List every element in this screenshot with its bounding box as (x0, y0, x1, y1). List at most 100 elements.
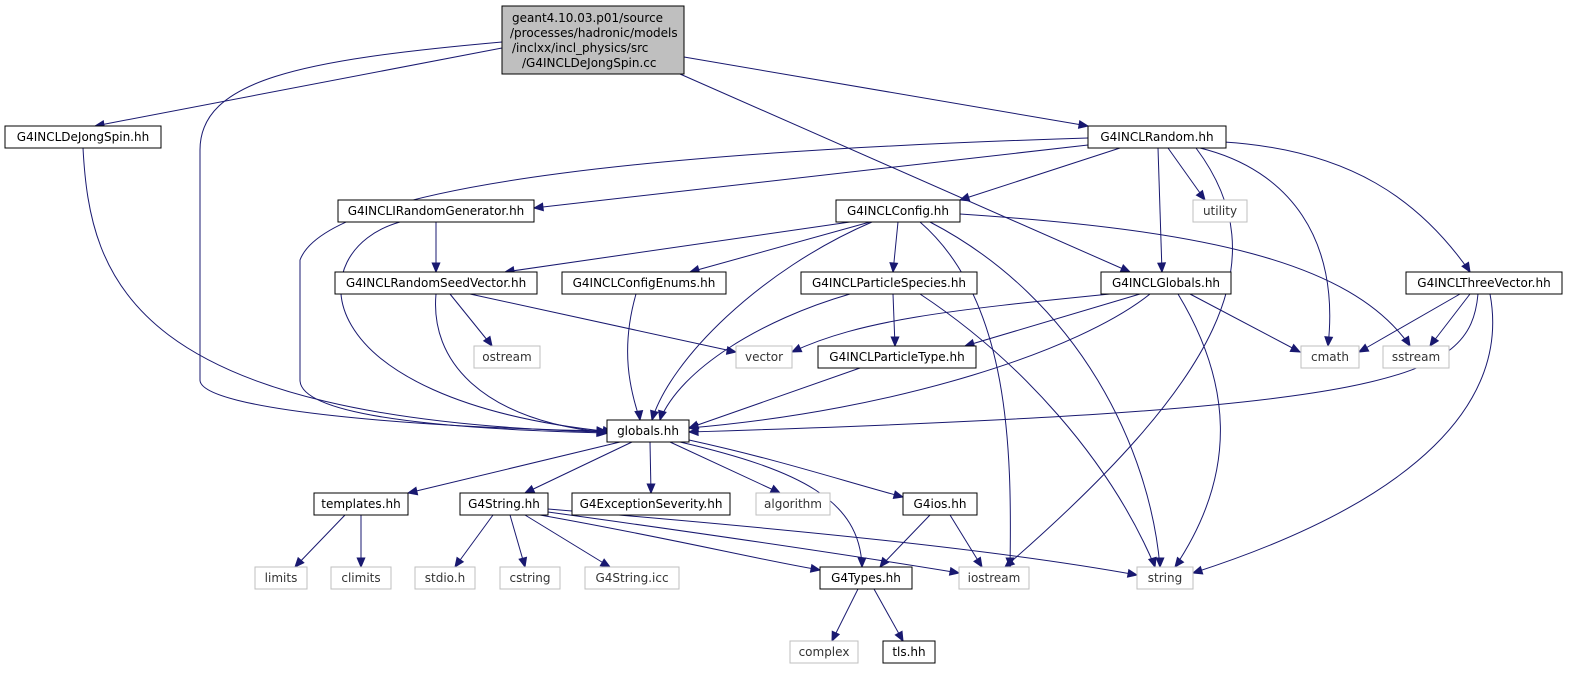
node-root-g4incldejongspin-cc[interactable]: geant4.10.03.p01/source /processes/hadro… (501, 5, 685, 75)
node-g4string-icc[interactable]: G4String.icc (584, 566, 680, 590)
edge-random-to-threevector-line (1223, 141, 1471, 273)
edge-root-to-dejongspin (93, 47, 503, 130)
edge-g4ios-to-g4types (879, 514, 931, 569)
edge-g4string-to-stdio (454, 514, 494, 569)
edge-globals-to-exception (646, 441, 656, 495)
node-g4inclconfig-hh[interactable]: G4INCLConfig.hh (835, 199, 961, 223)
node-complex[interactable]: complex (789, 640, 859, 664)
node-globals-hh[interactable]: globals.hh (606, 419, 690, 443)
node-label: string (1148, 571, 1182, 585)
edge-config-to-globals-arrowhead (650, 409, 659, 422)
edge-g4string-to-cstring-arrowhead (518, 556, 528, 569)
node-tls-hh[interactable]: tls.hh (882, 640, 936, 664)
node-g4inclrandom-hh[interactable]: G4INCLRandom.hh (1087, 125, 1227, 149)
edge-particlespecies-to-particletype (890, 293, 900, 348)
node-string[interactable]: string (1136, 566, 1194, 590)
edge-root-to-globals (199, 41, 608, 436)
edge-particlespecies-to-string (919, 293, 1157, 569)
edge-config-to-configenums (688, 221, 871, 274)
edge-globals-to-g4ios-line (688, 439, 904, 498)
edge-particlespecies-to-globals (658, 293, 851, 422)
root-line-2: /processes/hadronic/models (510, 26, 678, 40)
node-g4string-hh[interactable]: G4String.hh (459, 492, 549, 516)
edge-g4types-to-tls (873, 588, 904, 643)
edge-templates-to-limits (294, 514, 346, 568)
edge-random-to-threevector-arrowhead (1461, 261, 1471, 274)
node-templates-hh[interactable]: templates.hh (313, 492, 409, 516)
edge-randomseed-to-ostream (449, 293, 493, 348)
edge-threevector-to-string (1191, 293, 1494, 575)
edge-threevector-to-cmath-arrowhead (1357, 343, 1370, 353)
node-g4inclthreevector-hh[interactable]: G4INCLThreeVector.hh (1405, 271, 1563, 295)
edge-config-to-iostream-arrowhead (1005, 557, 1015, 569)
edge-config-to-globals-line (651, 221, 873, 421)
edge-config-to-sstream (959, 213, 1411, 348)
edge-g4string-to-g4types (539, 514, 822, 573)
node-g4ios-hh[interactable]: G4ios.hh (902, 492, 978, 516)
edge-inclglobals-to-cmath-line (1189, 293, 1301, 353)
edge-g4string-to-g4types-arrowhead (809, 563, 822, 573)
node-g4types-hh[interactable]: G4Types.hh (819, 566, 913, 590)
root-line-4: /G4INCLDeJongSpin.cc (522, 56, 656, 70)
node-sstream[interactable]: sstream (1382, 345, 1450, 369)
edge-g4string-to-string-arrowhead (1126, 568, 1139, 578)
node-g4inclrandomseedvector-hh[interactable]: G4INCLRandomSeedVector.hh (334, 271, 538, 295)
edge-configenums-to-globals (627, 293, 644, 422)
node-label: G4INCLGlobals.hh (1112, 276, 1220, 290)
node-g4incllrandomgenerator-hh[interactable]: G4INCLIRandomGenerator.hh (337, 199, 535, 223)
node-label: G4INCLConfigEnums.hh (573, 276, 716, 290)
edge-random-to-utility-line (1167, 147, 1206, 201)
edge-randomseed-to-globals-arrowhead (598, 427, 610, 437)
edge-inclglobals-to-vector (790, 293, 1111, 353)
edge-g4string-to-cstring (509, 514, 528, 569)
edge-particlespecies-to-string-line (919, 293, 1156, 568)
node-limits[interactable]: limits (254, 566, 308, 590)
node-ostream[interactable]: ostream (473, 345, 541, 369)
edge-globals-to-templates (406, 441, 621, 496)
node-cstring[interactable]: cstring (499, 566, 561, 590)
edge-threevector-to-string-arrowhead (1191, 565, 1204, 575)
node-g4inclglobals-hh[interactable]: G4INCLGlobals.hh (1100, 271, 1232, 295)
node-algorithm[interactable]: algorithm (755, 492, 831, 516)
edge-templates-to-limits-arrowhead (294, 556, 305, 568)
edge-inclglobals-to-globals-line (688, 293, 1151, 429)
edge-random-to-irandomgen-arrowhead (532, 202, 544, 212)
node-label: utility (1203, 204, 1237, 218)
node-g4inclparticletype-hh[interactable]: G4INCLParticleType.hh (817, 345, 977, 369)
edge-root-to-inclglobals-arrowhead (1119, 264, 1132, 273)
edge-config-to-string (929, 221, 1165, 569)
edge-globals-to-g4ios-arrowhead (892, 490, 905, 500)
edge-randomseed-to-ostream-line (449, 293, 493, 347)
node-label: G4INCLParticleType.hh (829, 350, 964, 364)
edge-inclglobals-to-vector-line (791, 293, 1111, 353)
node-g4inclconfigenums-hh[interactable]: G4INCLConfigEnums.hh (561, 271, 727, 295)
node-utility[interactable]: utility (1192, 199, 1248, 223)
edge-inclglobals-to-string (1174, 293, 1221, 569)
edge-g4string-to-iostream-line (547, 511, 960, 574)
edge-templates-to-climits-arrowhead (356, 557, 366, 569)
edge-random-to-inclglobals (1157, 147, 1167, 274)
node-g4exceptionseverity-hh[interactable]: G4ExceptionSeverity.hh (571, 492, 731, 516)
edge-random-to-irandomgen (532, 144, 1089, 212)
node-label: G4INCLIRandomGenerator.hh (348, 204, 525, 218)
node-g4incldejongspin-hh[interactable]: G4INCLDeJongSpin.hh (4, 125, 162, 149)
edge-irandomgen-to-randomseed-arrowhead (431, 262, 441, 274)
node-g4inclparticlespecies-hh[interactable]: G4INCLParticleSpecies.hh (800, 271, 978, 295)
edge-threevector-to-sstream (1429, 293, 1471, 348)
edge-g4string-to-g4stringicc-arrowhead (599, 558, 612, 568)
edge-g4types-to-tls-arrowhead (894, 630, 904, 643)
edge-g4ios-to-g4types-arrowhead (879, 556, 890, 569)
node-climits[interactable]: climits (330, 566, 392, 590)
edge-threevector-to-sstream-arrowhead (1429, 335, 1440, 348)
node-stdio-h[interactable]: stdio.h (414, 566, 476, 590)
node-label: G4INCLDeJongSpin.hh (17, 130, 149, 144)
edge-random-to-iostream-line (1004, 147, 1233, 568)
edge-particletype-to-globals-line (688, 367, 861, 429)
edge-inclglobals-to-particletype-line (964, 293, 1141, 347)
edge-random-to-inclglobals-arrowhead (1157, 262, 1167, 274)
edge-root-to-inclglobals-line (679, 73, 1131, 273)
graph-edges (82, 41, 1494, 643)
node-iostream[interactable]: iostream (958, 566, 1030, 590)
node-cmath[interactable]: cmath (1300, 345, 1360, 369)
node-vector[interactable]: vector (735, 345, 793, 369)
